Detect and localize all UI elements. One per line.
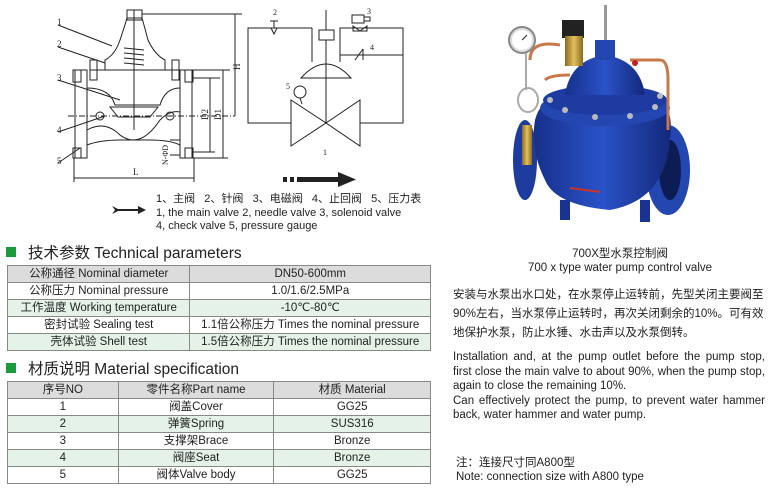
legend-line-en-2: 4, check valve 5, pressure gauge	[156, 220, 318, 232]
technical-parameters-heading: 技术参数 Technical parameters	[0, 241, 242, 263]
valve-product-photo	[508, 5, 690, 222]
table-row: 密封试验 Sealing test 1.1倍公称压力 Times the nom…	[6, 316, 431, 334]
svg-text:3: 3	[367, 7, 371, 16]
legend-line-en-1: 1, the main valve 2, needle valve 3, sol…	[156, 206, 402, 219]
table-row: 3 支撑架Brace Bronze	[7, 432, 431, 450]
svg-text:1: 1	[323, 148, 327, 157]
note-en: Note: connection size with A800 type	[456, 470, 644, 483]
technical-parameters-title: 技术参数 Technical parameters	[28, 245, 242, 262]
table-row: 工作温度 Working temperature -10℃-80℃	[6, 299, 431, 317]
flow-direction-arrow-icon	[283, 172, 356, 187]
table-row: 2 弹簧Spring SUS316	[7, 415, 431, 433]
table-row: 1 阀盖Cover GG25	[7, 398, 431, 416]
valve-cross-section-drawing: 1 2 3 4 5 H D2 D1 N-ΦD L	[57, 9, 242, 182]
material-specification-table: 序号NO 零件名称Part name 材质 Material 1 阀盖Cover…	[7, 381, 431, 484]
control-circuit-schematic: 2 3 4 5 1	[247, 7, 404, 187]
technical-parameters-table: 公称通径 Nominal diameter DN50-600mm 公称压力 No…	[6, 265, 431, 351]
svg-text:1: 1	[57, 17, 62, 27]
product-description-en: Installation and, at the pump outlet bef…	[453, 351, 765, 421]
svg-text:3: 3	[57, 73, 62, 83]
table-row: 公称压力 Nominal pressure 1.0/1.6/2.5MPa	[6, 282, 431, 300]
svg-text:2: 2	[273, 8, 277, 17]
material-specification-title: 材质说明 Material specification	[28, 361, 240, 378]
product-caption: 700X型水泵控制阀 700 x type water pump control…	[470, 247, 770, 275]
material-specification-heading: 材质说明 Material specification	[0, 357, 239, 379]
svg-text:4: 4	[57, 125, 62, 135]
product-caption-cn: 700X型水泵控制阀	[572, 248, 668, 260]
section-marker-icon	[6, 363, 16, 373]
table-row: 4 阀座Seat Bronze	[7, 449, 431, 467]
svg-text:4: 4	[370, 43, 374, 52]
svg-text:2: 2	[57, 39, 62, 49]
section-marker-icon	[6, 247, 16, 257]
table-row: 公称通径 Nominal diameter DN50-600mm	[6, 265, 431, 283]
product-description-cn: 安装与水泵出水口处，在水泵停止运转前，先型关闭主要阀至90%左右，当水泵停止运转…	[453, 289, 764, 339]
table-header-row: 序号NO 零件名称Part name 材质 Material	[7, 381, 431, 399]
svg-text:D2: D2	[200, 109, 210, 120]
svg-text:D1: D1	[213, 109, 223, 120]
connection-note: 注：连接尺寸同A800型 Note: connection size with …	[456, 457, 644, 484]
flow-arrow-icon	[112, 206, 146, 214]
note-cn: 注：连接尺寸同A800型	[456, 457, 575, 469]
table-row: 5 阀体Valve body GG25	[7, 466, 431, 484]
product-caption-en: 700 x type water pump control valve	[527, 262, 713, 274]
svg-text:L: L	[133, 167, 139, 177]
svg-text:5: 5	[286, 82, 290, 91]
table-row: 壳体试验 Shell test 1.5倍公称压力 Times the nomin…	[6, 333, 431, 351]
svg-text:H: H	[232, 63, 242, 70]
legend-line-cn: 1、主阀 2、针阀 3、电磁阀 4、止回阀 5、压力表	[156, 193, 422, 205]
svg-text:5: 5	[57, 156, 62, 166]
svg-text:N-ΦD: N-ΦD	[161, 145, 170, 165]
